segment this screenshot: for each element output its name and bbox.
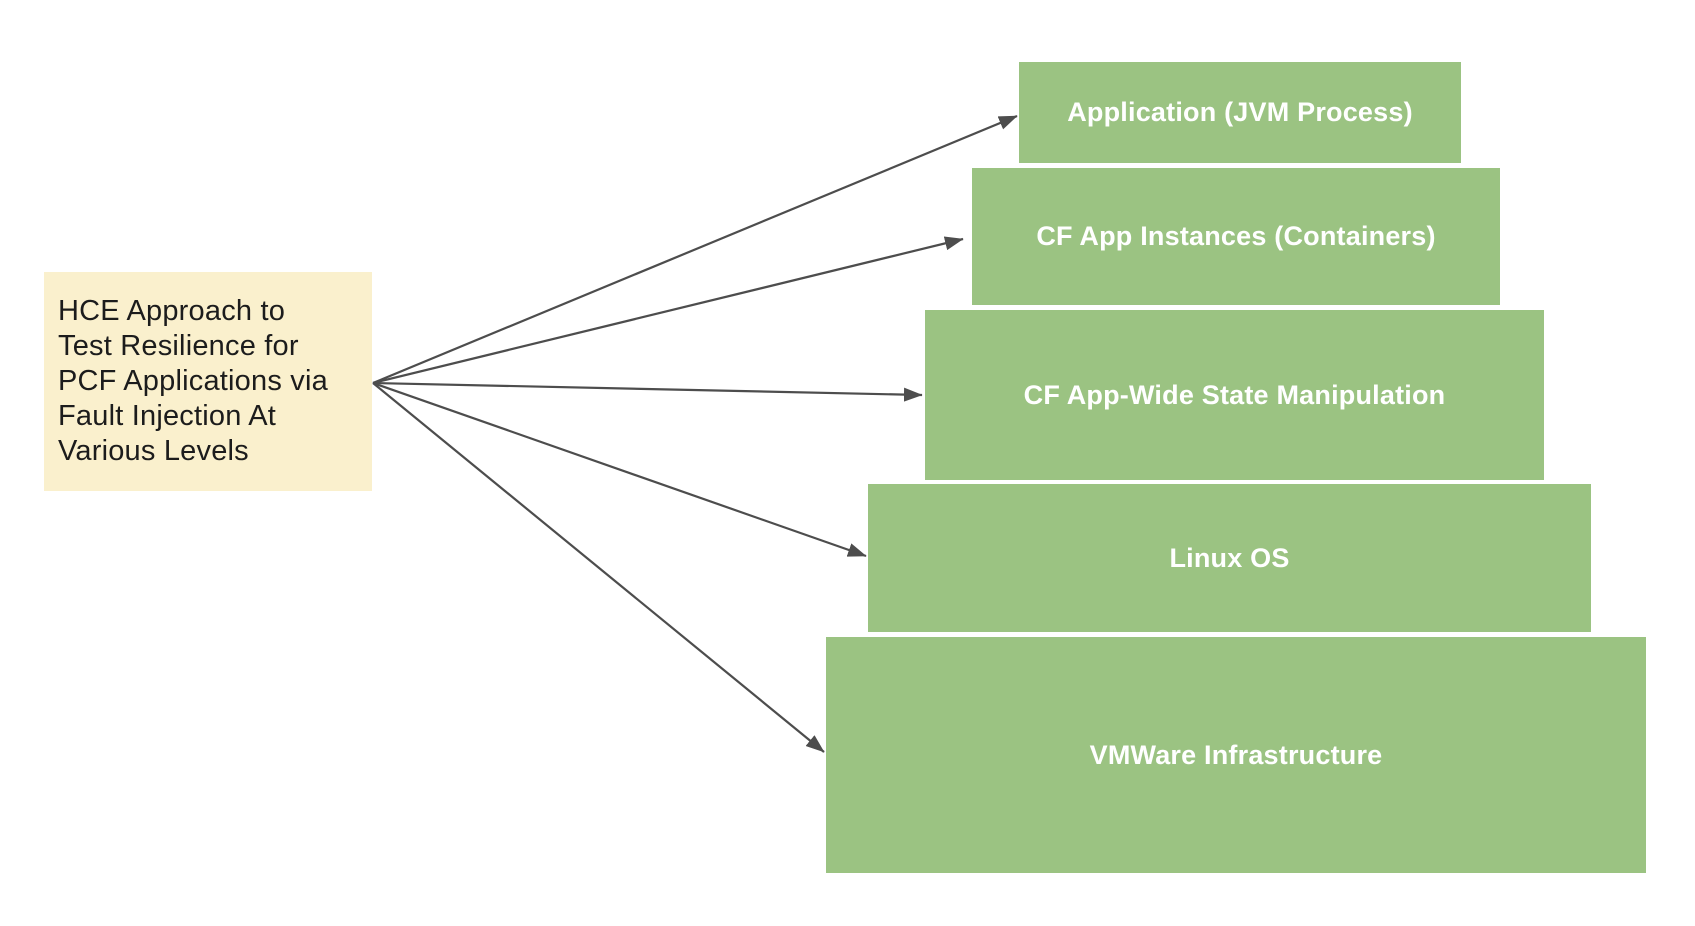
hce-approach-note: HCE Approach to Test Resilience for PCF … xyxy=(44,272,372,491)
level-vmware-infrastructure: VMWare Infrastructure xyxy=(826,637,1646,873)
arrow-to-linux-os xyxy=(372,381,867,558)
arrow-to-cf-app-instances xyxy=(372,236,964,385)
arrow-to-cf-app-wide-state xyxy=(372,381,923,402)
level-cf-app-instances-containers: CF App Instances (Containers) xyxy=(972,168,1500,305)
level-cf-app-wide-state-manipulation: CF App-Wide State Manipulation xyxy=(925,310,1544,480)
arrow-to-vmware-infrastructure xyxy=(372,382,825,753)
arrow-to-application xyxy=(372,114,1018,385)
level-linux-os: Linux OS xyxy=(868,484,1591,632)
level-application-jvm-process: Application (JVM Process) xyxy=(1019,62,1461,163)
